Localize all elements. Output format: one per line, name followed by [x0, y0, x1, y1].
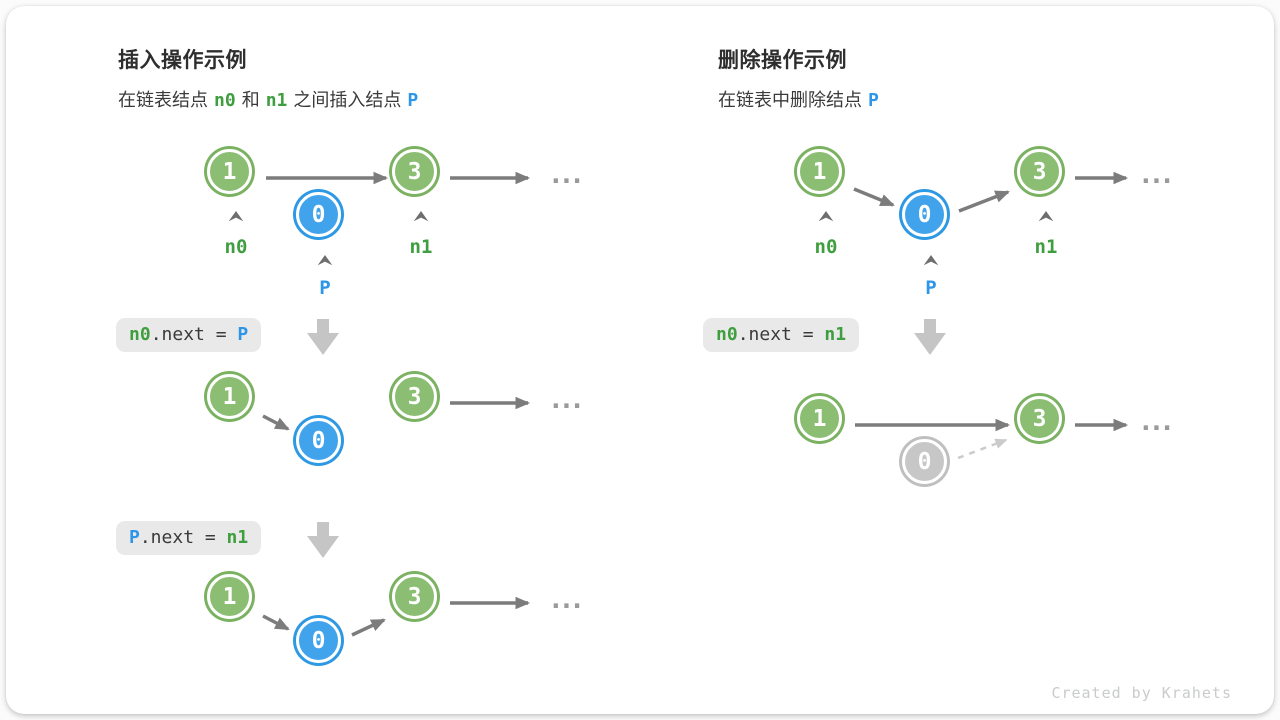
node-3: 3: [1017, 149, 1062, 194]
block-down-arrow-icon: [914, 319, 946, 355]
insert-subtitle-text-1: 在链表结点: [118, 90, 208, 110]
insert-subtitle-n1: n1: [265, 90, 288, 111]
code-token: .next =: [737, 324, 825, 345]
node-1: 1: [207, 149, 252, 194]
node-3: 3: [1017, 396, 1062, 441]
insert-title: 插入操作示例: [118, 49, 247, 72]
code-token: P: [129, 527, 140, 548]
pointer-label-p: P: [925, 277, 937, 299]
ellipsis: ...: [1138, 160, 1175, 190]
node-0: 0: [902, 192, 947, 237]
ellipsis: ...: [548, 585, 585, 615]
code-token: n1: [226, 527, 249, 548]
arrow-delete1-n0-to-p: [853, 187, 895, 207]
pointer-caret-icon: [317, 255, 333, 266]
pointer-caret-icon: [923, 255, 939, 266]
pointer-caret-icon: [228, 211, 244, 222]
arrow-insert2-n0-to-p: [262, 414, 290, 431]
code-delete-1: n0.next = n1: [703, 318, 860, 352]
insert-subtitle-p: P: [407, 90, 419, 111]
node-1: 1: [207, 374, 252, 419]
delete-subtitle: 在链表中删除结点 P: [718, 86, 885, 112]
arrow-insert3-n0-to-p: [262, 614, 290, 631]
node-0: 0: [296, 618, 341, 663]
code-token: n0: [716, 324, 738, 345]
node-1: 1: [797, 396, 842, 441]
node-0-removed: 0: [902, 439, 947, 484]
block-down-arrow-icon: [307, 522, 339, 558]
pointer-caret-icon: [818, 211, 834, 222]
code-token: n1: [824, 324, 847, 345]
credit-text: Created by Krahets: [1051, 684, 1232, 702]
node-3: 3: [392, 149, 437, 194]
pointer-caret-icon: [413, 211, 429, 222]
node-0: 0: [296, 192, 341, 237]
pointer-label-p: P: [319, 277, 331, 299]
insert-subtitle-text-2: 和: [241, 90, 260, 110]
delete-subtitle-text-1: 在链表中删除结点: [718, 90, 862, 110]
ellipsis: ...: [1138, 407, 1175, 437]
insert-subtitle-text-3: 之间插入结点: [293, 90, 402, 110]
block-down-arrow-icon: [307, 319, 339, 355]
arrow-insert3-p-to-n1: [351, 618, 386, 637]
arrows-layer: [262, 171, 1129, 637]
node-1: 1: [207, 574, 252, 619]
ellipsis: ...: [548, 160, 585, 190]
code-insert-2: P.next = n1: [116, 521, 262, 555]
code-token: P: [237, 324, 249, 345]
pointer-label-n0: n0: [814, 236, 838, 258]
node-1: 1: [797, 149, 842, 194]
node-0: 0: [296, 418, 341, 463]
node-3: 3: [392, 374, 437, 419]
pointer-label-n1: n1: [409, 236, 433, 258]
delete-title: 删除操作示例: [718, 49, 847, 72]
arrow-delete2-p-to-n1-dashed: [957, 438, 1008, 460]
insert-subtitle-n0: n0: [214, 90, 236, 111]
code-token: .next =: [150, 324, 238, 345]
node-3: 3: [392, 574, 437, 619]
code-token: n0: [129, 324, 151, 345]
code-insert-1: n0.next = P: [116, 318, 262, 352]
code-token: .next =: [139, 527, 227, 548]
pointer-caret-icon: [1038, 211, 1054, 222]
ellipsis: ...: [548, 385, 585, 415]
arrow-delete1-p-to-n1: [958, 190, 1010, 213]
delete-subtitle-p: P: [868, 90, 879, 111]
pointer-label-n1: n1: [1034, 236, 1058, 258]
pointer-label-n0: n0: [224, 236, 248, 258]
